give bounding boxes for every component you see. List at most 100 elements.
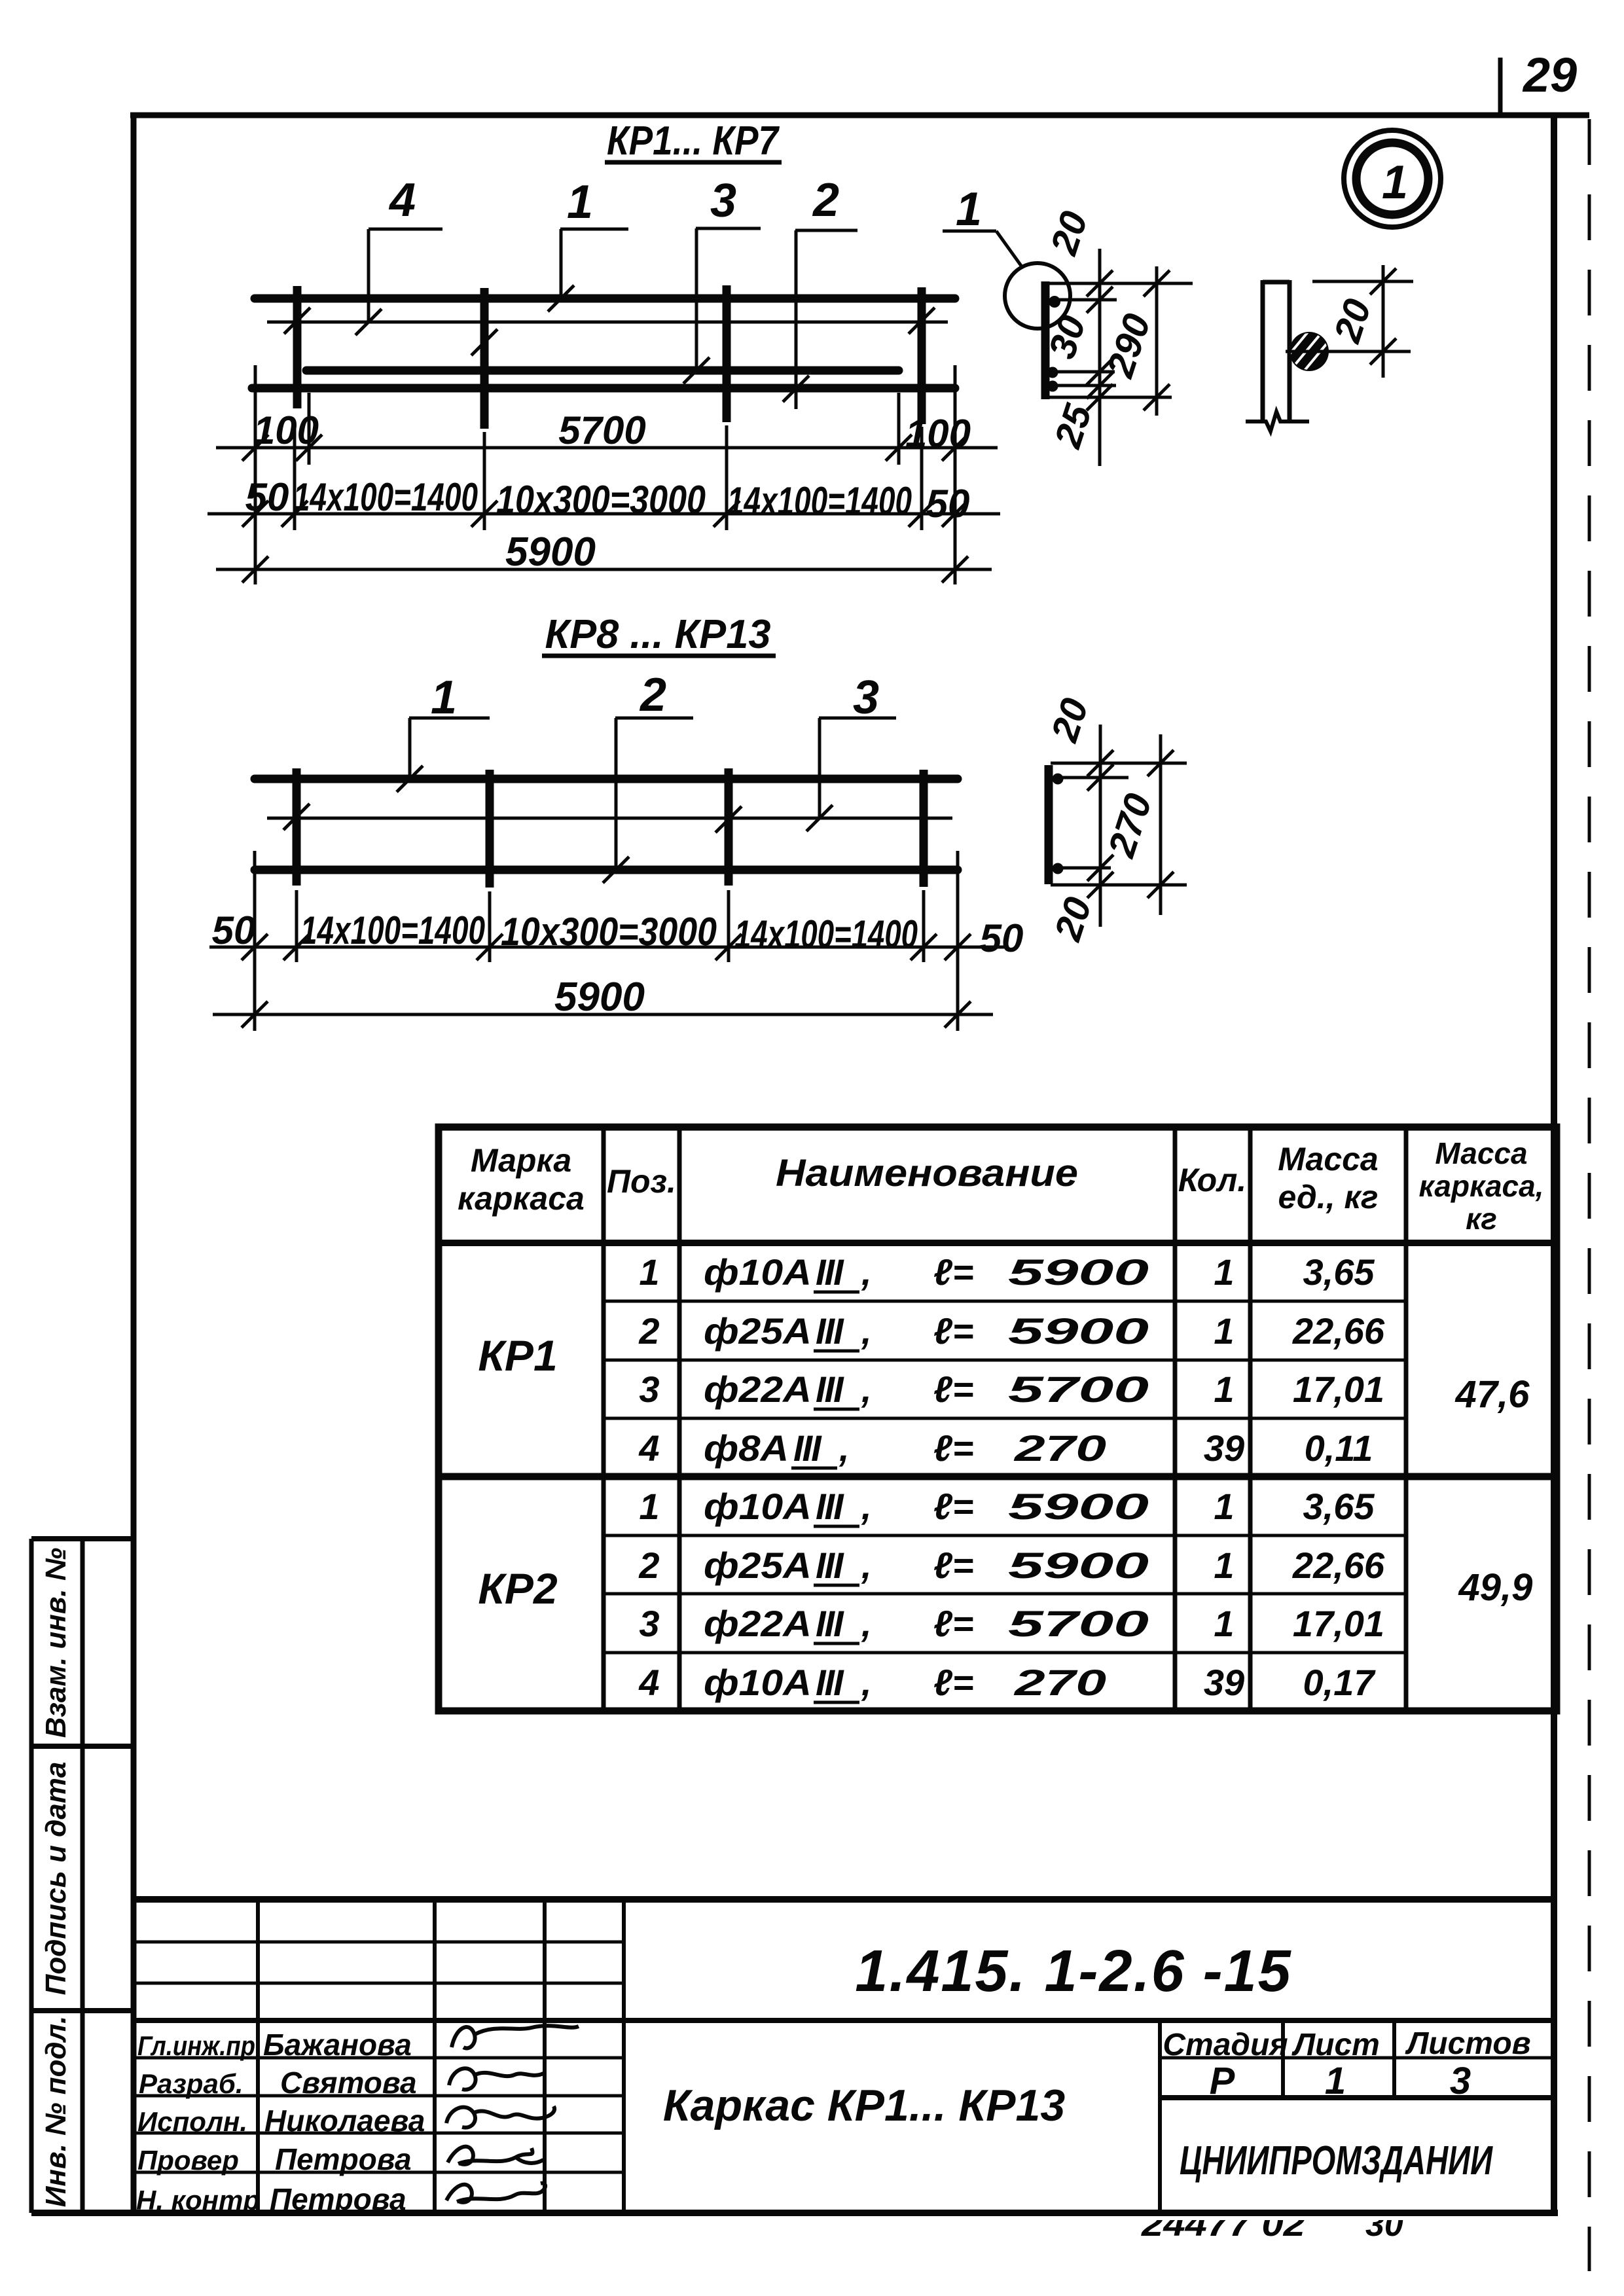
svg-text:50: 50 (245, 475, 289, 519)
svg-text:2: 2 (639, 669, 666, 721)
svg-text:24477 02: 24477 02 (1141, 2206, 1305, 2244)
svg-text:III: III (793, 1427, 822, 1469)
svg-text:Бажанова: Бажанова (263, 2028, 412, 2062)
svg-text:,: , (861, 1310, 872, 1352)
svg-text:14х100=1400: 14х100=1400 (293, 475, 478, 519)
svg-text:0,17: 0,17 (1303, 1662, 1377, 1703)
svg-text:17,01: 17,01 (1293, 1369, 1384, 1410)
svg-text:Лист: Лист (1291, 2028, 1380, 2062)
svg-text:10х300=3000: 10х300=3000 (496, 478, 706, 522)
svg-text:1.415. 1-2.6 -15: 1.415. 1-2.6 -15 (855, 1939, 1291, 2004)
svg-text:10х300=3000: 10х300=3000 (501, 910, 717, 954)
svg-text:каркаса,: каркаса, (1419, 1169, 1544, 1203)
svg-text:ф10А: ф10А (704, 1662, 812, 1703)
svg-text:1: 1 (639, 1486, 659, 1527)
svg-text:ЦНИИПРОМЗДАНИИ: ЦНИИПРОМЗДАНИИ (1180, 2138, 1493, 2183)
svg-text:49,9: 49,9 (1458, 1566, 1533, 1609)
svg-text:Р: Р (1210, 2060, 1235, 2102)
svg-text:Святова: Святова (280, 2066, 417, 2100)
svg-text:1: 1 (1214, 1603, 1234, 1644)
svg-text:Каркас КР1... КР13: Каркас КР1... КР13 (663, 2081, 1066, 2130)
svg-text:,: , (861, 1662, 872, 1703)
svg-text:Разраб.: Разраб. (139, 2068, 244, 2099)
svg-text:Петрова: Петрова (275, 2142, 412, 2176)
svg-text:1: 1 (639, 1251, 659, 1293)
svg-text:5900: 5900 (554, 975, 645, 1020)
svg-text:кг: кг (1466, 1202, 1497, 1236)
svg-text:3: 3 (639, 1369, 659, 1410)
svg-text:47,6: 47,6 (1455, 1373, 1530, 1416)
svg-text:Подпись и дата: Подпись и дата (40, 1762, 72, 1996)
svg-text:2: 2 (638, 1545, 659, 1586)
svg-text:5700: 5700 (558, 408, 645, 452)
svg-text:Стадия: Стадия (1163, 2028, 1288, 2062)
svg-text:1: 1 (431, 672, 457, 724)
svg-text:2: 2 (638, 1310, 659, 1352)
svg-text:4: 4 (388, 174, 416, 226)
svg-text:III: III (816, 1662, 844, 1703)
svg-text:3: 3 (853, 672, 879, 724)
svg-text:1: 1 (1214, 1486, 1234, 1527)
svg-text:Исполн.: Исполн. (137, 2106, 247, 2137)
svg-text:Наименование: Наименование (776, 1152, 1078, 1194)
svg-text:ℓ=: ℓ= (933, 1310, 974, 1352)
svg-text:Петрова: Петрова (270, 2182, 406, 2216)
svg-text:ф25А: ф25А (704, 1545, 812, 1586)
svg-text:0,11: 0,11 (1305, 1427, 1373, 1469)
svg-text:КР1: КР1 (478, 1331, 557, 1380)
svg-text:50: 50 (980, 916, 1024, 960)
svg-text:,: , (861, 1486, 872, 1527)
svg-text:ф10А: ф10А (704, 1251, 812, 1293)
svg-text:5900: 5900 (1008, 1545, 1149, 1586)
svg-text:ℓ=: ℓ= (933, 1603, 974, 1644)
svg-text:,: , (839, 1427, 850, 1469)
svg-text:1: 1 (1214, 1251, 1234, 1293)
svg-text:Масса: Масса (1435, 1136, 1527, 1170)
svg-text:КР1... КР7: КР1... КР7 (607, 118, 780, 164)
svg-text:ед., кг: ед., кг (1278, 1179, 1378, 1215)
svg-text:,: , (861, 1251, 872, 1293)
svg-text:ℓ=: ℓ= (933, 1545, 974, 1586)
svg-text:22,66: 22,66 (1292, 1545, 1385, 1586)
svg-text:14х100=1400: 14х100=1400 (727, 479, 912, 523)
svg-text:Листов: Листов (1405, 2026, 1530, 2061)
svg-text:4: 4 (638, 1662, 659, 1703)
svg-text:5900: 5900 (1008, 1310, 1149, 1352)
svg-text:III: III (816, 1310, 844, 1352)
svg-text:50: 50 (212, 908, 256, 952)
svg-text:2: 2 (812, 174, 839, 226)
svg-text:39: 39 (1204, 1662, 1244, 1703)
svg-text:100: 100 (905, 412, 971, 456)
svg-text:270: 270 (1014, 1662, 1106, 1703)
svg-text:3: 3 (1450, 2060, 1471, 2102)
svg-text:39: 39 (1204, 1427, 1244, 1469)
svg-text:Кол.: Кол. (1178, 1162, 1246, 1198)
svg-text:22,66: 22,66 (1292, 1310, 1385, 1352)
svg-text:Марка: Марка (471, 1142, 571, 1179)
svg-text:Поз.: Поз. (607, 1163, 676, 1200)
svg-text:50: 50 (926, 482, 970, 526)
svg-text:Гл.инж.пр: Гл.инж.пр (137, 2030, 255, 2061)
svg-text:III: III (816, 1251, 844, 1293)
svg-text:ф10А: ф10А (704, 1486, 812, 1527)
svg-text:14х100=1400: 14х100=1400 (300, 908, 485, 952)
svg-text:270: 270 (1014, 1427, 1106, 1469)
svg-text:3,65: 3,65 (1303, 1251, 1375, 1293)
svg-text:ℓ=: ℓ= (933, 1369, 974, 1410)
svg-text:3: 3 (710, 175, 736, 227)
svg-text:1: 1 (1214, 1310, 1234, 1352)
svg-text:ℓ=: ℓ= (933, 1251, 974, 1293)
svg-text:5700: 5700 (1008, 1369, 1149, 1410)
svg-text:14х100=1400: 14х100=1400 (734, 912, 918, 956)
svg-text:100: 100 (253, 408, 319, 452)
svg-text:1: 1 (1382, 156, 1408, 209)
svg-text:ℓ=: ℓ= (933, 1486, 974, 1527)
svg-text:29: 29 (1522, 48, 1577, 102)
svg-text:ф25А: ф25А (704, 1310, 812, 1352)
svg-text:III: III (816, 1369, 844, 1410)
svg-text:4: 4 (638, 1427, 659, 1469)
svg-text:КР8 ... КР13: КР8 ... КР13 (545, 612, 771, 657)
svg-text:КР2: КР2 (478, 1564, 558, 1613)
svg-text:III: III (816, 1603, 844, 1644)
svg-text:Н. контр: Н. контр (136, 2185, 260, 2215)
